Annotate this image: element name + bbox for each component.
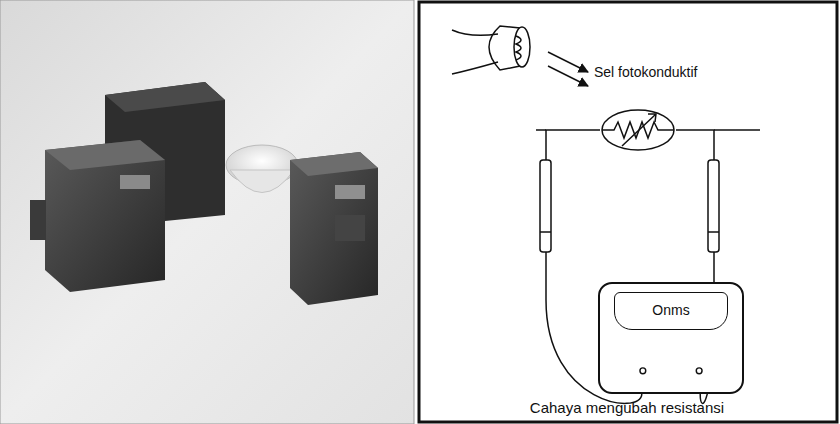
- sensor-photo: [0, 0, 414, 424]
- panel-frame: [419, 2, 837, 422]
- photocell-symbol: [600, 108, 676, 152]
- meter-display: Onms: [614, 292, 728, 330]
- cell-label: Sel fotokonduktif: [594, 64, 698, 80]
- meter-terminal: [600, 284, 742, 392]
- light-rays: [548, 52, 588, 86]
- meter-label: Onms: [615, 293, 727, 327]
- test-probe: [540, 160, 719, 252]
- caption: Cahaya mengubah resistansi: [420, 399, 834, 416]
- photocell: Sel fotokonduktif: [600, 108, 676, 152]
- lamp-symbol: [452, 26, 530, 74]
- ohmmeter-box: Onms: [598, 282, 744, 394]
